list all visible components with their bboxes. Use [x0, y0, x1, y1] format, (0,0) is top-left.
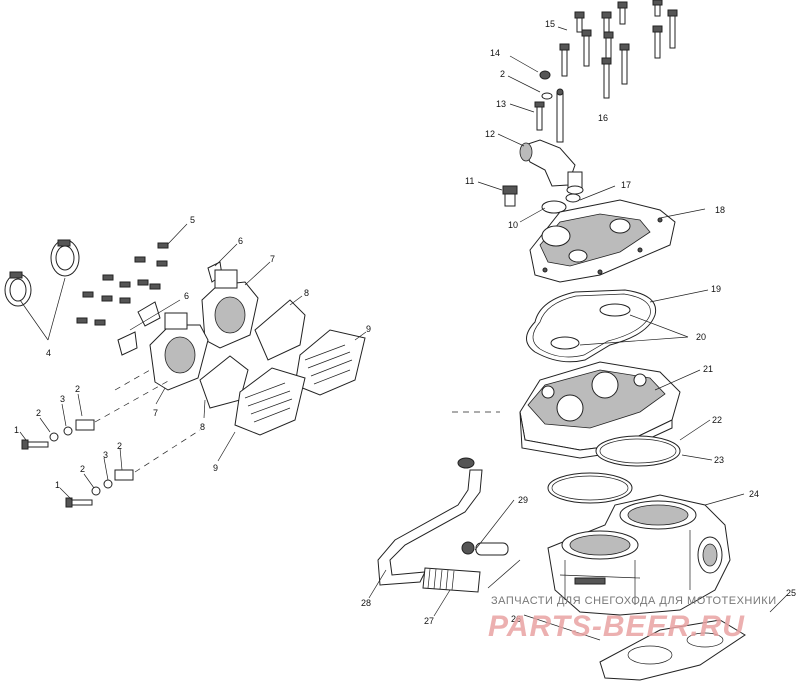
part-number-labels: 15 14 2 13 16 12 11 17 10 18 19 20 21 22… — [14, 19, 796, 626]
cylinder-part-24 — [547, 494, 731, 616]
label-20: 20 — [696, 332, 706, 342]
coolant-hose-part-28 — [377, 457, 483, 586]
oring-part-20a — [599, 303, 631, 317]
head-cover-part-18 — [529, 199, 676, 283]
oring-part-10 — [541, 200, 567, 214]
watermark-caption: ЗАПЧАСТИ ДЛЯ СНЕГОХОДА ДЛЯ МОТОТЕХНИКИ — [491, 595, 777, 607]
watermark: ЗАПЧАСТИ ДЛЯ СНЕГОХОДА ДЛЯ МОТОТЕХНИКИ P… — [488, 595, 777, 643]
bolts-part-5 — [76, 242, 169, 326]
label-10: 10 — [508, 220, 518, 230]
label-2-d: 2 — [80, 464, 85, 474]
label-9-bottom: 9 — [213, 463, 218, 473]
label-2-top: 2 — [500, 69, 505, 79]
head-gasket-part-22 — [595, 435, 681, 467]
label-26: 26 — [511, 614, 521, 624]
bolt-part-13 — [534, 101, 545, 131]
leader-lines — [19, 26, 788, 641]
label-7-bottom: 7 — [153, 408, 158, 418]
label-1-b: 1 — [55, 480, 60, 490]
label-18: 18 — [715, 205, 725, 215]
label-8-bottom: 8 — [200, 422, 205, 432]
water-elbow-part-12 — [519, 139, 584, 195]
hose-fitting — [461, 541, 509, 556]
label-9-top: 9 — [366, 324, 371, 334]
label-2-b: 2 — [36, 408, 41, 418]
label-3-a: 3 — [60, 394, 65, 404]
cylinder-head-part-21 — [519, 361, 681, 459]
label-2-c: 2 — [117, 441, 122, 451]
label-7-top: 7 — [270, 254, 275, 264]
watermark-brand: PARTS-BEER.RU — [488, 610, 745, 643]
label-21: 21 — [703, 364, 713, 374]
label-28: 28 — [361, 598, 371, 608]
oring-part-17 — [565, 193, 581, 203]
nut-part-2 — [541, 92, 553, 100]
label-1-a: 1 — [14, 425, 19, 435]
head-gasket-part-29 — [547, 472, 633, 504]
label-16: 16 — [598, 113, 608, 123]
base-gasket-part-25 — [599, 619, 746, 681]
label-8-top: 8 — [304, 288, 309, 298]
label-29: 29 — [518, 495, 528, 505]
label-27: 27 — [424, 616, 434, 626]
bolt-assemblies-parts-1-2-3 — [21, 419, 134, 508]
reed-valve-part-9 — [234, 329, 366, 436]
label-23: 23 — [714, 455, 724, 465]
washer-part-14 — [539, 70, 551, 80]
label-22: 22 — [712, 415, 722, 425]
head-gasket-part-19 — [526, 289, 657, 363]
label-12: 12 — [485, 129, 495, 139]
hose-sleeve-part-27 — [422, 567, 481, 593]
label-14: 14 — [490, 48, 500, 58]
head-bolts — [559, 0, 678, 99]
label-2-a: 2 — [75, 384, 80, 394]
oring-part-20b — [550, 336, 580, 350]
label-6-mid: 6 — [184, 291, 189, 301]
label-19: 19 — [711, 284, 721, 294]
temp-sensor-part-11 — [502, 185, 518, 207]
label-25: 25 — [786, 588, 796, 598]
label-3-b: 3 — [103, 450, 108, 460]
label-17: 17 — [621, 180, 631, 190]
label-13: 13 — [496, 99, 506, 109]
label-5: 5 — [190, 215, 195, 225]
hose-clamps-part-4 — [4, 239, 80, 307]
label-15-top: 15 — [545, 19, 555, 29]
label-24: 24 — [749, 489, 759, 499]
spacer-part-8 — [199, 299, 306, 409]
stud-part-16 — [556, 88, 564, 143]
label-6-top: 6 — [238, 236, 243, 246]
intake-manifold-part-7 — [149, 269, 259, 391]
label-11: 11 — [465, 176, 474, 186]
label-4: 4 — [46, 348, 51, 358]
